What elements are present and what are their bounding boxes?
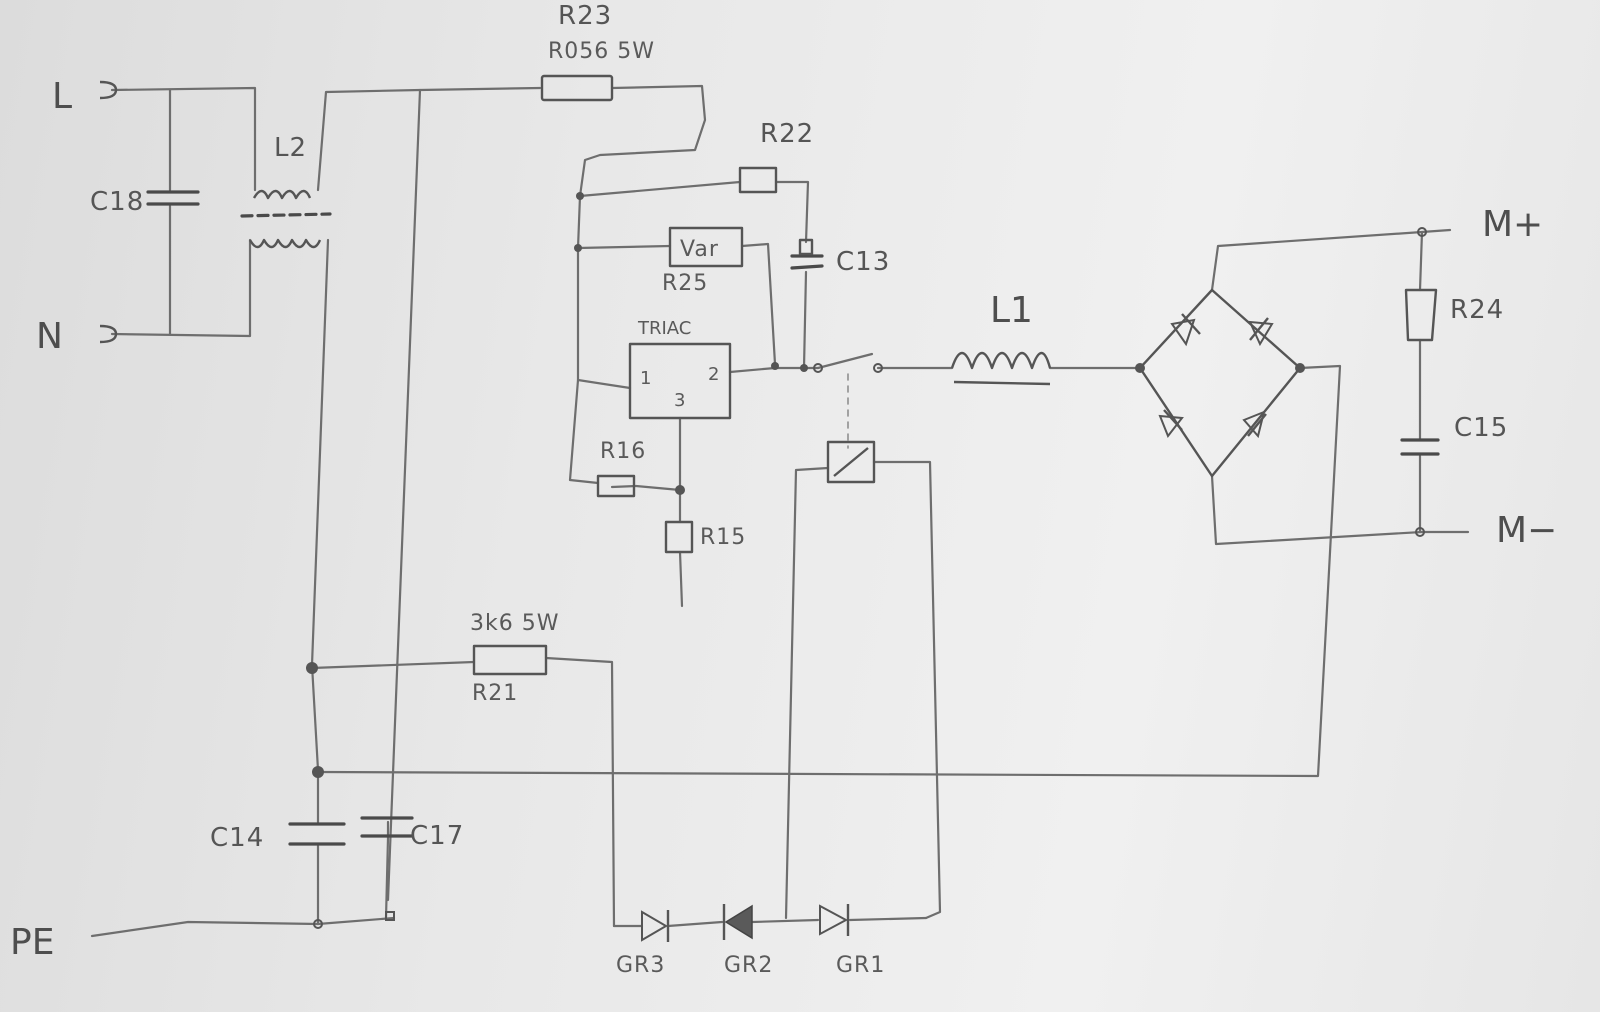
wire-diode-string	[612, 916, 928, 928]
triac-pin2-label: 2	[708, 364, 719, 385]
wire-c17-lower	[384, 820, 390, 920]
r21-value-label: 3k6 5W	[470, 611, 559, 636]
bridge-rectifier	[1138, 288, 1302, 478]
gr3-ref-label: GR3	[616, 953, 665, 978]
gr2-ref-label: GR2	[724, 953, 773, 978]
wire-r25	[576, 242, 777, 366]
r24-ref-label: R24	[1450, 295, 1504, 325]
gr1-ref-label: GR1	[836, 953, 885, 978]
wire-motor-minus	[1210, 474, 1470, 546]
wire-r22-left	[578, 180, 742, 198]
c13-ref-label: C13	[836, 247, 890, 277]
r23-value-label: R056 5W	[548, 39, 655, 64]
diode-gr2	[722, 904, 753, 940]
wire-motor-plus	[1210, 228, 1452, 292]
wire-bridge-return	[316, 364, 1342, 778]
wire-r23-loop	[578, 84, 707, 198]
l2-ref-label: L2	[274, 133, 307, 163]
wire-pe	[90, 916, 396, 938]
resistor-r15	[664, 520, 694, 554]
inductor-l1	[950, 351, 1052, 386]
resistor-r24	[1404, 288, 1438, 342]
wire-triac-gate	[610, 416, 684, 608]
terminal-n-label: N	[36, 316, 63, 357]
triac-ref-label: TRIAC	[637, 318, 691, 339]
r25-value-label: Var	[680, 237, 719, 262]
c14-ref-label: C14	[210, 823, 264, 853]
capacitor-c17	[360, 816, 414, 838]
capacitor-c13	[790, 238, 824, 270]
wire-r22-right	[774, 180, 810, 244]
switch-contact-common	[813, 363, 823, 373]
resistor-r21	[472, 644, 548, 676]
wire-neutral-input	[110, 238, 252, 338]
capacitor-c18	[146, 190, 200, 206]
terminal-l-label: L	[52, 76, 72, 117]
c17-ref-label: C17	[410, 821, 464, 851]
resistor-r22	[738, 166, 778, 194]
r16-ref-label: R16	[600, 439, 646, 464]
wires	[90, 84, 1470, 938]
terminal-pe-label: PE	[10, 922, 54, 963]
r25-ref-label: R25	[662, 271, 708, 296]
r22-ref-label: R22	[760, 119, 814, 149]
triac-pin3-label: 3	[674, 390, 685, 411]
c18-ref-label: C18	[90, 187, 144, 217]
capacitor-c14	[288, 822, 346, 846]
capacitor-c15	[1400, 438, 1440, 456]
wire-relay-coil-right	[872, 460, 942, 920]
terminal-motor-plus-label: M+	[1482, 204, 1543, 245]
relay-coil	[826, 440, 876, 484]
l1-ref-label: L1	[990, 290, 1033, 331]
terminal-motor-minus-label: M−	[1496, 510, 1557, 551]
diode-gr1	[819, 904, 850, 936]
r21-ref-label: R21	[472, 681, 518, 706]
varistor-r25	[668, 226, 744, 268]
wire-triac-pin1	[576, 378, 632, 390]
wire-c13-lower	[802, 270, 808, 370]
wire-l2-top-bus	[316, 86, 542, 192]
resistor-r23	[540, 74, 614, 102]
resistor-r16	[596, 474, 636, 498]
wire-r21	[310, 656, 616, 928]
wire-c17-rail	[386, 88, 422, 902]
r15-ref-label: R15	[700, 525, 746, 550]
triac-pin1-label: 1	[640, 368, 651, 389]
wire-c14-rail	[310, 238, 330, 772]
r23-ref-label: R23	[558, 1, 612, 31]
junction-dots	[306, 192, 1427, 929]
switch-contact-no	[873, 363, 883, 373]
diode-gr3	[641, 910, 670, 942]
wire-control-bus	[568, 194, 600, 485]
c15-ref-label: C15	[1454, 413, 1508, 443]
relay-contact-blade	[816, 352, 874, 370]
wire-line-input	[110, 86, 257, 192]
triac-body	[628, 342, 732, 420]
wire-snubber	[1418, 230, 1424, 534]
terminal-n-hook	[99, 324, 118, 344]
terminal-l-hook	[99, 80, 118, 100]
wire-relay-coil-left	[784, 466, 830, 920]
inductor-l2	[240, 189, 332, 249]
